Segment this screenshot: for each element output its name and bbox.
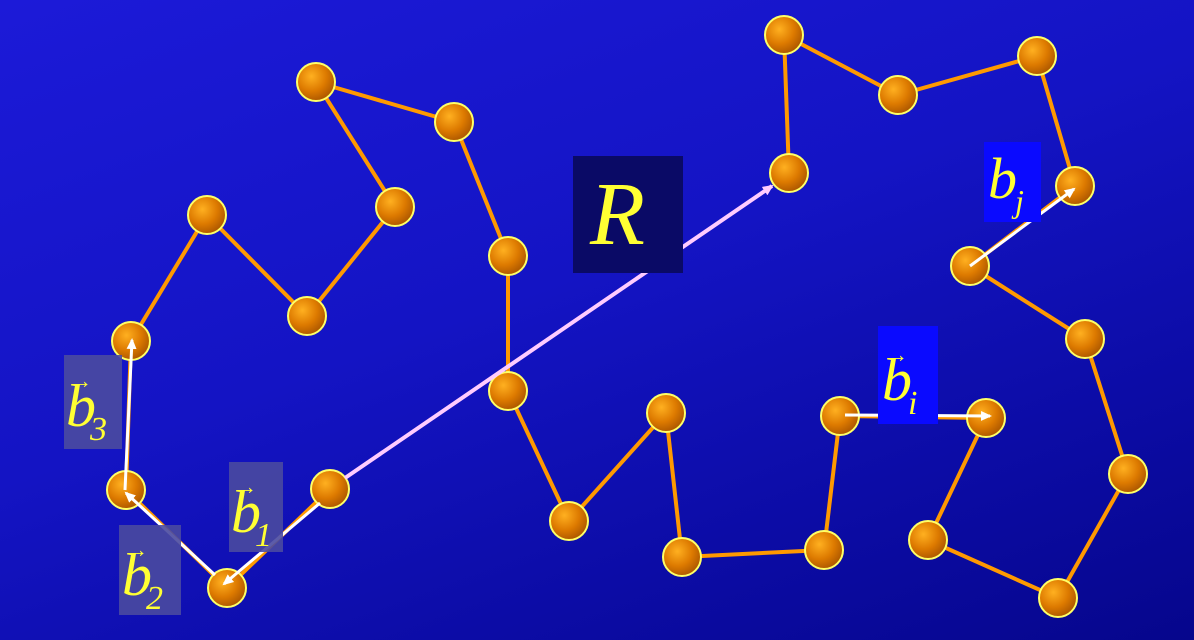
bond-symbol: b <box>66 373 96 439</box>
monomers <box>106 15 1148 618</box>
bond-label-box-bi <box>878 326 938 424</box>
bond-subscript: 1 <box>255 517 272 554</box>
monomer <box>187 195 227 235</box>
arrow-icon: → <box>70 368 92 393</box>
bond-segment <box>305 205 397 318</box>
bond-segment <box>315 80 455 124</box>
bond-segment <box>681 548 825 559</box>
monomer <box>878 75 918 115</box>
bond-segment <box>782 34 791 174</box>
bond-vector-bj <box>969 187 1076 268</box>
bond-symbol: b <box>231 479 261 545</box>
bond-symbol: b <box>122 542 152 608</box>
monomer <box>804 530 844 570</box>
end-to-end-vector <box>343 184 774 480</box>
bond-segment <box>783 33 899 97</box>
monomer <box>764 15 804 55</box>
bond-segment <box>314 80 397 209</box>
bond-label-b1: → b1 <box>231 476 278 553</box>
bond-label-b3: → b3 <box>66 370 113 447</box>
bond-segment <box>968 264 1087 341</box>
monomer <box>1108 454 1148 494</box>
end-to-end-label: R <box>590 165 645 264</box>
arrow-icon: → <box>126 537 148 562</box>
bond-segment <box>1056 473 1130 599</box>
monomer <box>434 102 474 142</box>
bond-label-box-b3 <box>64 355 122 449</box>
monomer <box>662 537 702 577</box>
monomer <box>287 296 327 336</box>
monomer <box>488 371 528 411</box>
monomer <box>966 398 1006 438</box>
bond-label-b2: → b2 <box>122 539 169 616</box>
bond-vector-b3 <box>123 338 137 491</box>
monomer <box>769 153 809 193</box>
monomer <box>646 393 686 433</box>
bond-segment <box>129 213 209 343</box>
bond-segments <box>124 33 1130 600</box>
bond-symbol: b <box>882 347 912 413</box>
monomer <box>1065 319 1105 359</box>
bond-segment <box>897 54 1038 97</box>
bond-label-box-b1 <box>229 462 283 552</box>
bond-segment <box>205 213 309 318</box>
monomer <box>488 236 528 276</box>
bond-segment <box>664 412 684 558</box>
bond-label-box-b2 <box>119 525 181 615</box>
bond-segment <box>506 390 571 522</box>
monomer <box>1038 578 1078 618</box>
bond-symbol: b <box>988 146 1017 211</box>
arrow-icon: → <box>886 342 908 367</box>
monomer <box>1017 36 1057 76</box>
bond-label-box-bj <box>984 142 1041 222</box>
bond-label-bi: → bi <box>882 344 921 421</box>
bond-subscript: 3 <box>90 411 107 448</box>
monomer <box>908 520 948 560</box>
end-to-end-label-box <box>573 156 683 273</box>
monomer <box>375 187 415 227</box>
bond-segment <box>822 415 842 551</box>
monomer <box>207 568 247 608</box>
monomer <box>296 62 336 102</box>
bond-subscript: 2 <box>146 580 163 617</box>
bond-segment <box>567 411 668 523</box>
monomer <box>549 501 589 541</box>
bond-subscript: i <box>908 385 918 422</box>
bond-segment <box>452 121 510 257</box>
bond-segment <box>1083 338 1130 475</box>
bond-label-bj: bj <box>988 150 1026 218</box>
bond-subscript: j <box>1015 183 1024 219</box>
bond-segment <box>927 538 1059 600</box>
bond-segment <box>1035 55 1077 187</box>
arrow-icon: → <box>235 474 257 499</box>
monomer <box>310 469 350 509</box>
bond-segment <box>926 417 988 541</box>
